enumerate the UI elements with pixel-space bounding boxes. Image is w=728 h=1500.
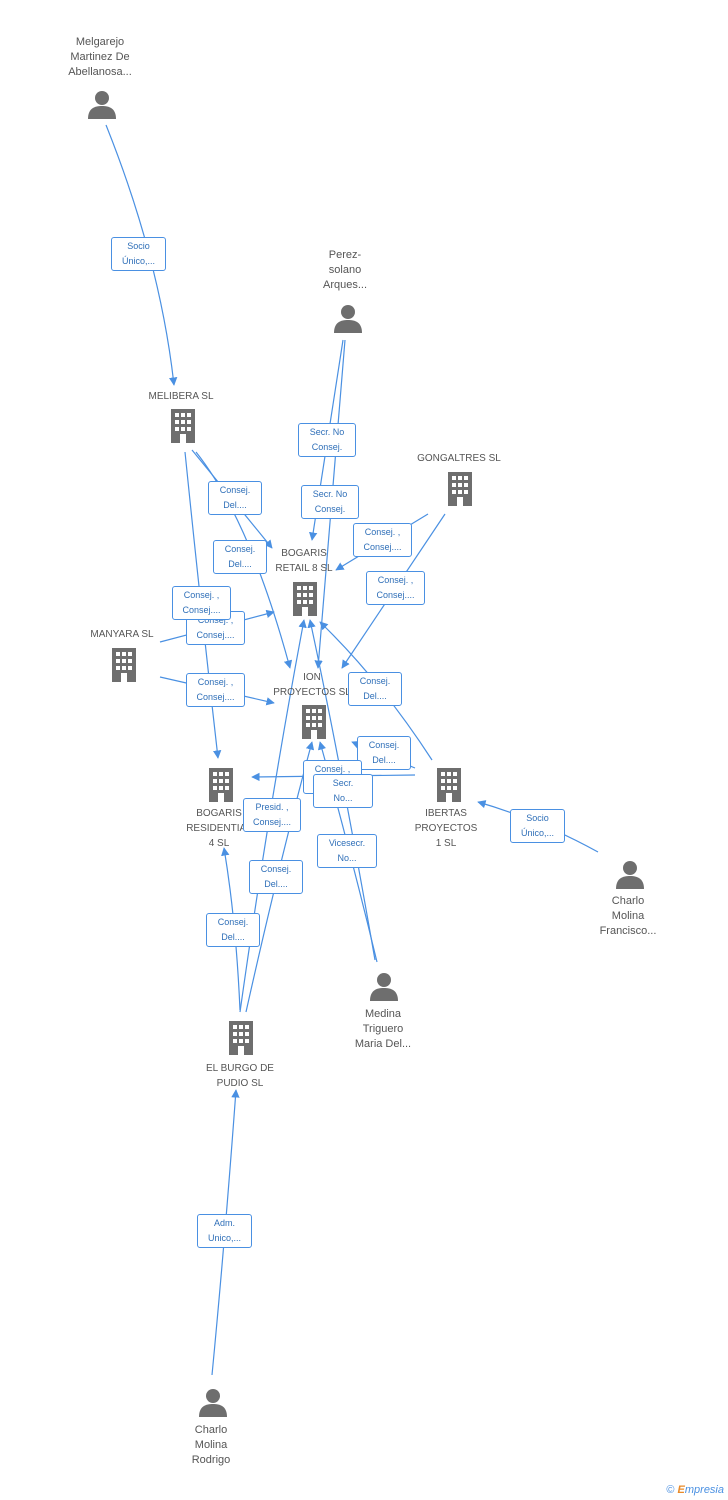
company-label-melibera[interactable]: MELIBERA SL <box>148 391 214 402</box>
building-icon <box>437 768 461 802</box>
edge-label[interactable]: Consej. , Consej.... <box>172 586 231 620</box>
person-label-medina[interactable]: Medina Triguero Maria Del... <box>354 1008 412 1050</box>
edge-label[interactable]: Consej. Del.... <box>357 736 411 770</box>
building-icon <box>112 648 136 682</box>
edge-label[interactable]: Consej. Del.... <box>206 913 260 947</box>
edge-label[interactable]: Consej. Del.... <box>249 860 303 894</box>
company-label-manyara[interactable]: MANYARA SL <box>90 629 154 640</box>
building-icon <box>448 472 472 506</box>
person-icon <box>199 1389 227 1417</box>
person-label-melgarejo[interactable]: Melgarejo Martinez De Abellanosa... <box>68 36 132 78</box>
building-icon <box>302 705 326 739</box>
edge-label[interactable]: Secr. No Consej. <box>298 423 356 457</box>
person-icon <box>616 861 644 889</box>
edge-label[interactable]: Socio Único,... <box>111 237 166 271</box>
company-label-bogaris-retail[interactable]: BOGARIS RETAIL 8 SL <box>275 548 333 574</box>
company-label-ibertas[interactable]: IBERTAS PROYECTOS 1 SL <box>414 808 478 849</box>
brand-name: mpresia <box>684 1484 724 1496</box>
company-label-gongaltres[interactable]: GONGALTRES SL <box>417 453 501 464</box>
footer-brand: © Empresia <box>666 1484 724 1496</box>
edge-label[interactable]: Consej. Del.... <box>208 481 262 515</box>
edge-label[interactable]: Presid. , Consej.... <box>243 798 301 832</box>
edge-label[interactable]: Secr. No Consej. <box>301 485 359 519</box>
person-label-perez[interactable]: Perez- solano Arques... <box>322 249 368 291</box>
edge-label[interactable]: Consej. Del.... <box>348 672 402 706</box>
person-icon <box>370 973 398 1001</box>
copyright-symbol: © <box>666 1484 675 1496</box>
edge-label[interactable]: Socio Único,... <box>510 809 565 843</box>
building-icon <box>209 768 233 802</box>
building-icon <box>229 1021 253 1055</box>
edge-label[interactable]: Consej. , Consej.... <box>353 523 412 557</box>
person-icon <box>88 91 116 119</box>
edge-label[interactable]: Consej. , Consej.... <box>186 673 245 707</box>
edge-label[interactable]: Vicesecr. No... <box>317 834 377 868</box>
person-icon <box>334 305 362 333</box>
brand-logo-letter: E <box>677 1484 685 1496</box>
edge-label[interactable]: Adm. Unico,... <box>197 1214 252 1248</box>
edge-label[interactable]: Secr. No... <box>313 774 373 808</box>
building-icon <box>293 582 317 616</box>
person-label-charlo-francisco[interactable]: Charlo Molina Francisco... <box>599 895 657 937</box>
building-icon <box>171 409 195 443</box>
edge-label[interactable]: Consej. Del.... <box>213 540 267 574</box>
edge-label[interactable]: Consej. , Consej.... <box>366 571 425 605</box>
person-label-charlo-rodrigo[interactable]: Charlo Molina Rodrigo <box>191 1424 231 1466</box>
company-label-bogaris-residential[interactable]: BOGARIS RESIDENTIAL 4 SL <box>186 808 252 849</box>
company-label-burgo[interactable]: EL BURGO DE PUDIO SL <box>206 1063 274 1089</box>
company-label-ion[interactable]: ION PROYECTOS SL <box>273 672 351 698</box>
